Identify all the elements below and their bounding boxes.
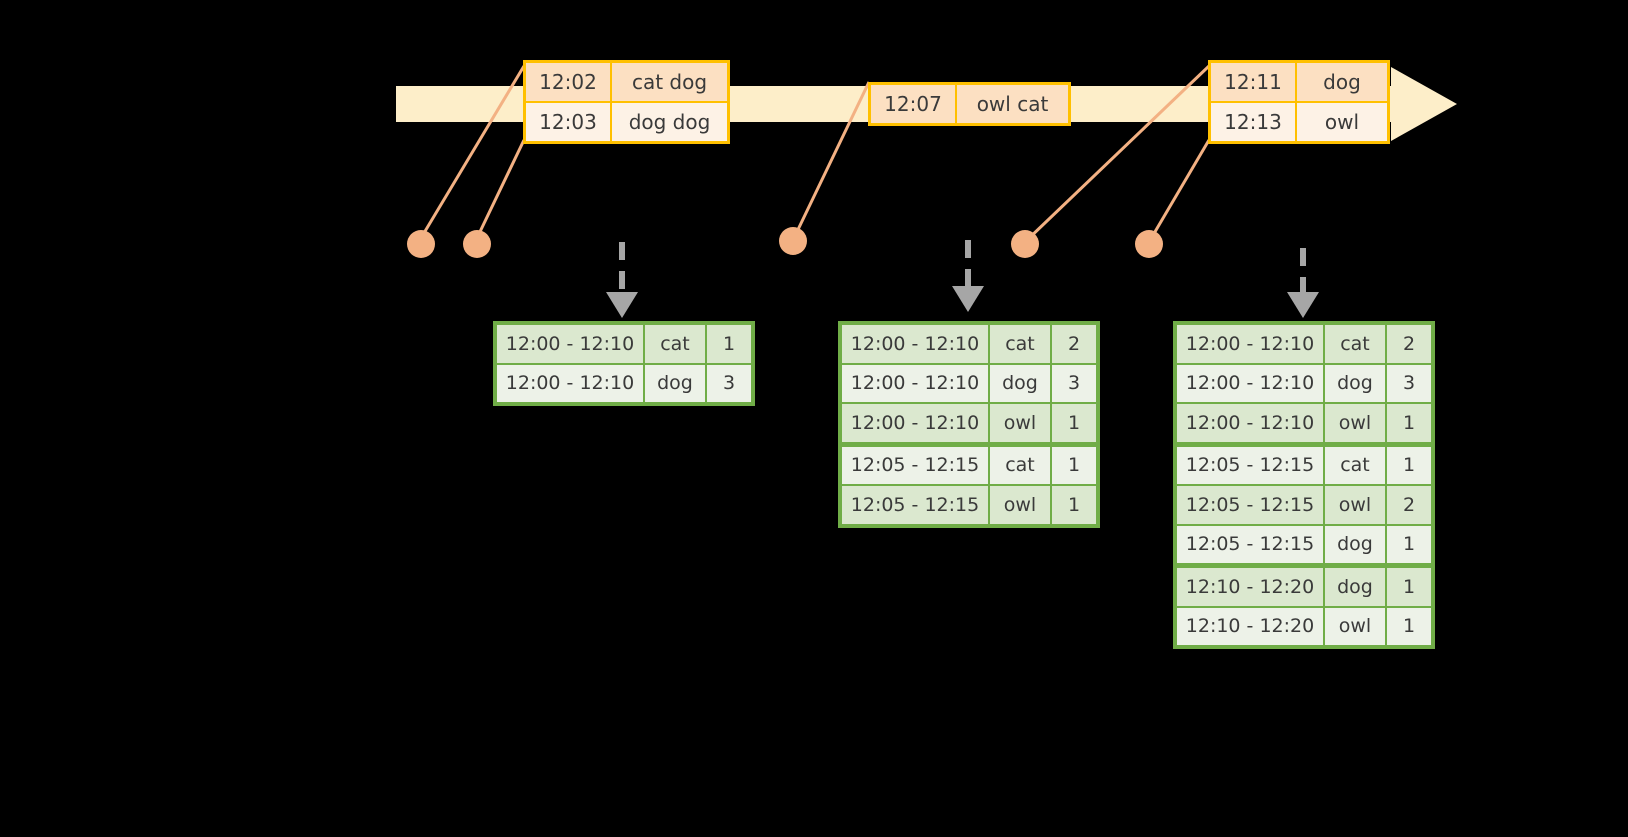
word-cell: cat bbox=[1325, 446, 1387, 484]
window-cell: 12:05 - 12:15 bbox=[1177, 525, 1325, 563]
count-cell: 1 bbox=[1387, 404, 1431, 442]
table-row: 12:00 - 12:10 cat 2 bbox=[1177, 325, 1431, 363]
result-table-3: 12:00 - 12:10 cat 2 12:00 - 12:10 dog 3 … bbox=[1173, 321, 1435, 649]
connector-dot bbox=[407, 230, 435, 258]
word-cell: cat bbox=[645, 325, 707, 363]
count-cell: 1 bbox=[1387, 446, 1431, 484]
event-words: cat dog bbox=[612, 63, 727, 101]
event-time: 12:11 bbox=[1211, 63, 1297, 101]
word-cell: owl bbox=[1325, 607, 1387, 645]
event-row: 12:03 dog dog bbox=[526, 101, 727, 141]
window-cell: 12:00 - 12:10 bbox=[497, 364, 645, 402]
count-cell: 1 bbox=[707, 325, 751, 363]
word-cell: owl bbox=[1325, 486, 1387, 524]
event-group-1: 12:02 cat dog 12:03 dog dog bbox=[523, 60, 730, 144]
table-row: 12:05 - 12:15 owl 2 bbox=[1177, 484, 1431, 524]
count-cell: 1 bbox=[1052, 446, 1096, 484]
table-row: 12:05 - 12:15 cat 1 bbox=[1177, 444, 1431, 484]
window-cell: 12:00 - 12:10 bbox=[842, 364, 990, 402]
count-cell: 3 bbox=[1387, 364, 1431, 402]
event-time: 12:03 bbox=[526, 103, 612, 141]
table-row: 12:00 - 12:10 owl 1 bbox=[842, 402, 1096, 445]
word-cell: dog bbox=[990, 364, 1052, 402]
event-time: 12:07 bbox=[871, 85, 957, 123]
count-cell: 2 bbox=[1387, 486, 1431, 524]
table-row: 12:05 - 12:15 cat 1 bbox=[842, 444, 1096, 484]
event-group-3: 12:11 dog 12:13 owl bbox=[1208, 60, 1390, 144]
window-cell: 12:00 - 12:10 bbox=[1177, 404, 1325, 442]
count-cell: 1 bbox=[1387, 525, 1431, 563]
window-cell: 12:05 - 12:15 bbox=[842, 446, 990, 484]
emit-arrows bbox=[606, 240, 1319, 318]
table-row: 12:10 - 12:20 dog 1 bbox=[1177, 566, 1431, 606]
count-cell: 3 bbox=[1052, 364, 1096, 402]
count-cell: 1 bbox=[1052, 404, 1096, 442]
window-cell: 12:00 - 12:10 bbox=[842, 404, 990, 442]
connector-dot bbox=[779, 227, 807, 255]
word-cell: dog bbox=[645, 364, 707, 402]
emit-arrow bbox=[606, 242, 638, 318]
table-row: 12:00 - 12:10 dog 3 bbox=[497, 362, 751, 402]
table-row: 12:00 - 12:10 owl 1 bbox=[1177, 402, 1431, 445]
count-cell: 2 bbox=[1387, 325, 1431, 363]
count-cell: 1 bbox=[1387, 607, 1431, 645]
connector-dot bbox=[1011, 230, 1039, 258]
count-cell: 2 bbox=[1052, 325, 1096, 363]
event-row: 12:02 cat dog bbox=[526, 63, 727, 101]
word-cell: cat bbox=[990, 446, 1052, 484]
word-cell: owl bbox=[990, 404, 1052, 442]
table-row: 12:00 - 12:10 cat 1 bbox=[497, 325, 751, 363]
window-cell: 12:05 - 12:15 bbox=[1177, 446, 1325, 484]
word-cell: dog bbox=[1325, 525, 1387, 563]
result-table-1: 12:00 - 12:10 cat 1 12:00 - 12:10 dog 3 bbox=[493, 321, 755, 406]
event-words: owl bbox=[1297, 103, 1387, 141]
count-cell: 1 bbox=[1387, 568, 1431, 606]
window-cell: 12:00 - 12:10 bbox=[1177, 325, 1325, 363]
event-words: dog bbox=[1297, 63, 1387, 101]
count-cell: 3 bbox=[707, 364, 751, 402]
window-cell: 12:05 - 12:15 bbox=[842, 486, 990, 524]
event-time: 12:13 bbox=[1211, 103, 1297, 141]
word-cell: owl bbox=[990, 486, 1052, 524]
connector-dots bbox=[407, 227, 1163, 258]
table-row: 12:00 - 12:10 cat 2 bbox=[842, 325, 1096, 363]
emit-arrow bbox=[952, 240, 984, 312]
event-row: 12:11 dog bbox=[1211, 63, 1387, 101]
word-cell: cat bbox=[990, 325, 1052, 363]
window-cell: 12:00 - 12:10 bbox=[497, 325, 645, 363]
window-cell: 12:10 - 12:20 bbox=[1177, 607, 1325, 645]
window-cell: 12:00 - 12:10 bbox=[842, 325, 990, 363]
table-row: 12:05 - 12:15 owl 1 bbox=[842, 484, 1096, 524]
table-row: 12:00 - 12:10 dog 3 bbox=[842, 362, 1096, 402]
event-words: dog dog bbox=[612, 103, 727, 141]
connector-dot bbox=[463, 230, 491, 258]
connector-dot bbox=[1135, 230, 1163, 258]
event-words: owl cat bbox=[957, 85, 1068, 123]
result-table-2: 12:00 - 12:10 cat 2 12:00 - 12:10 dog 3 … bbox=[838, 321, 1100, 528]
table-row: 12:00 - 12:10 dog 3 bbox=[1177, 362, 1431, 402]
table-row: 12:10 - 12:20 owl 1 bbox=[1177, 605, 1431, 645]
event-time: 12:02 bbox=[526, 63, 612, 101]
emit-arrow bbox=[1287, 248, 1319, 318]
count-cell: 1 bbox=[1052, 486, 1096, 524]
event-row: 12:13 owl bbox=[1211, 101, 1387, 141]
word-cell: dog bbox=[1325, 568, 1387, 606]
window-cell: 12:00 - 12:10 bbox=[1177, 364, 1325, 402]
window-cell: 12:10 - 12:20 bbox=[1177, 568, 1325, 606]
word-cell: dog bbox=[1325, 364, 1387, 402]
event-row: 12:07 owl cat bbox=[871, 85, 1068, 123]
window-cell: 12:05 - 12:15 bbox=[1177, 486, 1325, 524]
table-row: 12:05 - 12:15 dog 1 bbox=[1177, 523, 1431, 566]
word-cell: owl bbox=[1325, 404, 1387, 442]
word-cell: cat bbox=[1325, 325, 1387, 363]
event-group-2: 12:07 owl cat bbox=[868, 82, 1071, 126]
